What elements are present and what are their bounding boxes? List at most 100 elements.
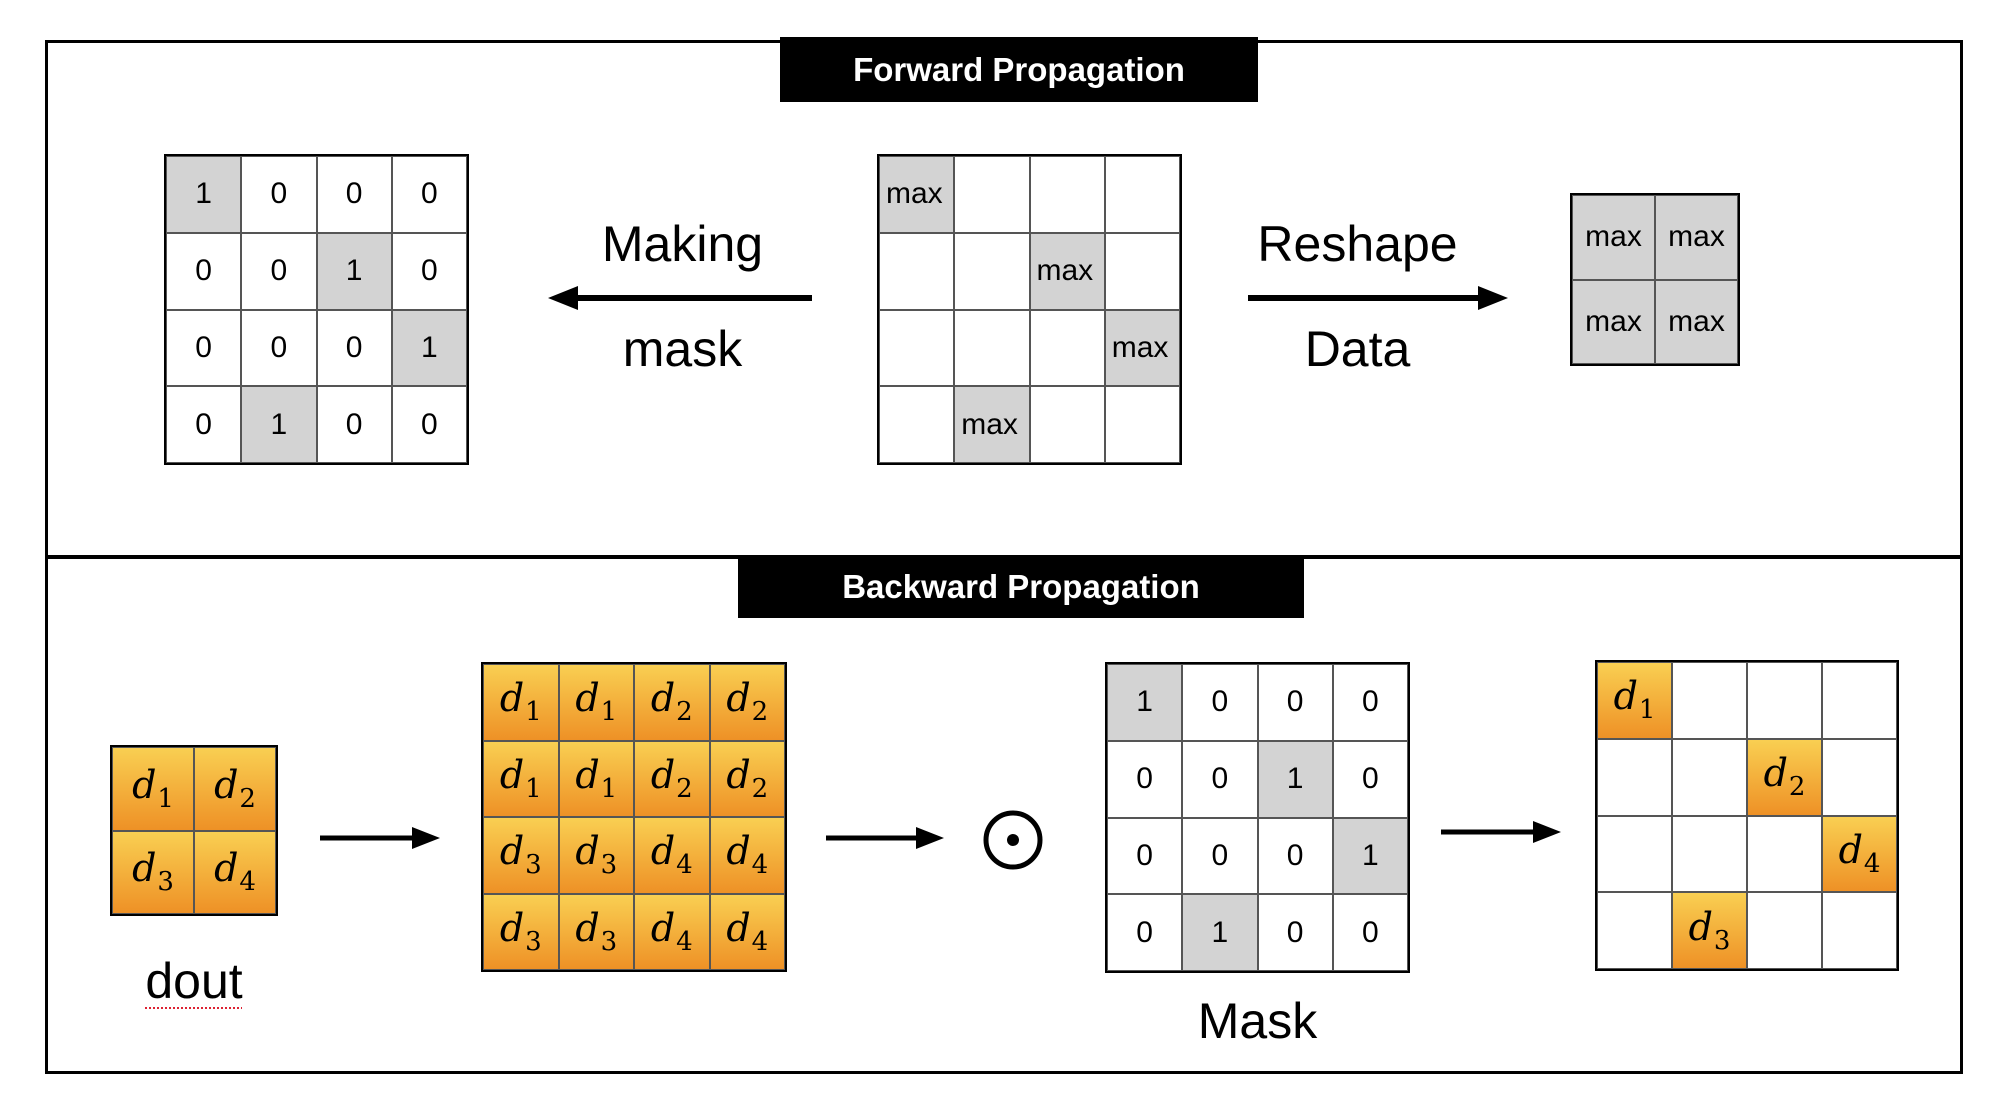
gradient-symbol-base: d	[650, 829, 676, 874]
gradient-symbol-base: d	[499, 829, 525, 874]
backward-title: Backward Propagation	[738, 556, 1304, 618]
gradient-index: 1	[525, 697, 542, 728]
gradient-cell	[1822, 892, 1897, 969]
gradient-cell: d2	[634, 664, 710, 741]
grid-cell: 1	[1332, 817, 1408, 895]
grid-cell: 0	[166, 232, 242, 310]
grid-cell	[1104, 232, 1180, 310]
gradient-cell: d3	[483, 893, 559, 970]
grid-cell: 0	[1107, 894, 1183, 971]
grid-cell: 0	[166, 386, 242, 463]
grid-cell	[954, 232, 1030, 310]
gradient-symbol: d3	[500, 832, 542, 878]
gradient-cell: d2	[194, 747, 276, 831]
grid-cell: 0	[1107, 817, 1183, 895]
gradient-symbol: d4	[726, 832, 768, 878]
grid-cell: 0	[1257, 664, 1333, 741]
gradient-symbol-base: d	[132, 846, 157, 891]
gradient-symbol: d2	[726, 679, 768, 725]
gradient-index: 4	[676, 850, 693, 881]
gradient-index: 2	[751, 773, 769, 804]
gradient-cell	[1747, 662, 1822, 739]
gradient-cell: d1	[1597, 662, 1672, 739]
grid-cell: 0	[391, 386, 467, 463]
gradient-index: 1	[600, 773, 618, 804]
gradient-symbol: d3	[575, 909, 617, 955]
gradient-cell: d4	[634, 893, 710, 970]
grid-cell: max	[1572, 195, 1655, 280]
grid-cell: 0	[316, 156, 392, 233]
grid-cell: 0	[1332, 740, 1408, 818]
grid-cell: max	[1029, 232, 1105, 310]
gradient-symbol-base: d	[1838, 827, 1863, 872]
gradient-cell: d4	[709, 893, 785, 970]
gradient-symbol: d3	[500, 909, 542, 955]
gradient-cell	[1822, 662, 1897, 739]
grid-cell: 0	[241, 232, 317, 310]
gradient-symbol-base: d	[726, 829, 751, 874]
gradient-cell: d1	[558, 664, 634, 741]
gradient-cell: d4	[709, 817, 785, 894]
grid-cell	[954, 156, 1030, 233]
gradient-cell: d1	[483, 664, 559, 741]
gradient-cell: d2	[1747, 738, 1822, 816]
grid-cell: 1	[1257, 740, 1333, 818]
gradient-index: 3	[600, 926, 618, 957]
grid-cell: 0	[166, 309, 242, 387]
grid-cell: 0	[1257, 817, 1333, 895]
grid-cell	[1029, 386, 1105, 463]
mask-caption: Mask	[1197, 993, 1318, 1049]
gradient-index: 3	[1713, 925, 1731, 956]
grid-cell: 1	[166, 156, 242, 233]
making-label: Making	[601, 216, 764, 272]
gradient-symbol: d4	[1839, 831, 1881, 877]
gradient-cell	[1672, 662, 1747, 739]
left-arrow-icon	[548, 286, 812, 310]
gradient-cell	[1822, 738, 1897, 816]
gradient-cell: d4	[634, 817, 710, 894]
grid-cell: 0	[1332, 894, 1408, 971]
gradient-symbol: d4	[214, 849, 256, 895]
gradient-index: 2	[676, 773, 693, 804]
gradient-cell	[1597, 738, 1672, 816]
gradient-index: 1	[525, 773, 542, 804]
gradient-cell: d3	[558, 893, 634, 970]
grid-cell: 1	[316, 232, 392, 310]
grid-cell: 0	[1182, 817, 1258, 895]
grid-cell: 0	[1332, 664, 1408, 741]
grid-cell: 0	[1107, 740, 1183, 818]
gradient-cell: d2	[709, 740, 785, 817]
gradient-symbol: d2	[1764, 754, 1806, 800]
gradient-index: 3	[157, 867, 174, 898]
gradient-symbol: d3	[1689, 908, 1731, 954]
gradient-index: 4	[1863, 848, 1881, 879]
gradient-index: 4	[676, 926, 693, 957]
gradient-symbol-base: d	[1613, 674, 1638, 719]
gradient-symbol: d1	[500, 679, 542, 725]
gradient-symbol: d3	[132, 849, 174, 895]
grid-cell: 1	[1182, 894, 1258, 971]
grid-cell: max	[954, 386, 1030, 463]
gradient-cell	[1747, 815, 1822, 893]
right-arrow-icon	[826, 827, 944, 849]
gradient-cell: d2	[709, 664, 785, 741]
gradient-symbol-base: d	[1688, 904, 1713, 949]
grid-cell	[879, 309, 955, 387]
grid-cell: max	[879, 156, 955, 233]
right-arrow-icon	[1248, 286, 1508, 310]
gradient-index: 1	[157, 783, 174, 814]
grid-cell	[879, 232, 955, 310]
grid-cell	[1104, 156, 1180, 233]
gradient-symbol: d1	[500, 756, 542, 802]
grid-cell: 0	[241, 309, 317, 387]
gradient-cell: d3	[558, 817, 634, 894]
grid-cell: max	[1655, 195, 1738, 280]
gradient-symbol: d2	[651, 756, 693, 802]
gradient-cell: d2	[634, 740, 710, 817]
gradient-index: 2	[751, 697, 769, 728]
